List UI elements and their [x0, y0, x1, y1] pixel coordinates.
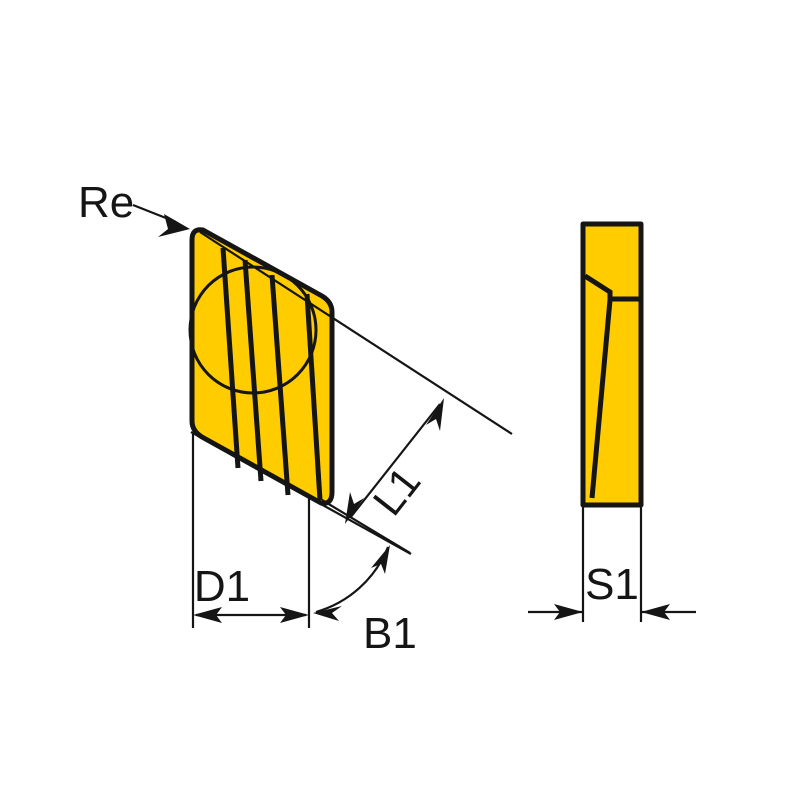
insert-side-view [580, 221, 644, 508]
b1-arrow-end [371, 545, 390, 574]
s1-dimension: S1 [528, 507, 696, 622]
b1-dimension: B1 [313, 499, 417, 658]
side-view-chamfer-line [583, 273, 613, 499]
l1-arrow-lower [345, 492, 364, 524]
d1-label: D1 [194, 562, 250, 611]
s1-arrow-left [554, 604, 583, 620]
groove-line-1 [220, 247, 241, 469]
re-arrow-head [158, 214, 190, 237]
re-annotation: Re [78, 178, 190, 237]
l1-dimension-line [349, 403, 441, 519]
d1-arrow-left [193, 607, 222, 623]
d1-arrow-right [280, 607, 309, 623]
groove-line-3 [269, 274, 291, 496]
b1-angle-arc [315, 546, 390, 614]
l1-extension-lower [190, 431, 412, 555]
s1-label: S1 [585, 560, 639, 609]
l1-arrow-upper [426, 398, 444, 431]
side-view-body [580, 221, 644, 508]
l1-extension-upper [199, 231, 513, 435]
d1-dimension: D1 [191, 432, 311, 628]
l1-label: L1 [364, 458, 430, 524]
parallelogram-insert-top-view [188, 227, 335, 506]
groove-line-4 [304, 293, 323, 501]
groove-line-2 [242, 259, 264, 482]
b1-label: B1 [363, 609, 417, 658]
b1-arrow-start [313, 606, 342, 621]
re-label: Re [78, 178, 134, 227]
s1-arrow-right [641, 604, 670, 620]
